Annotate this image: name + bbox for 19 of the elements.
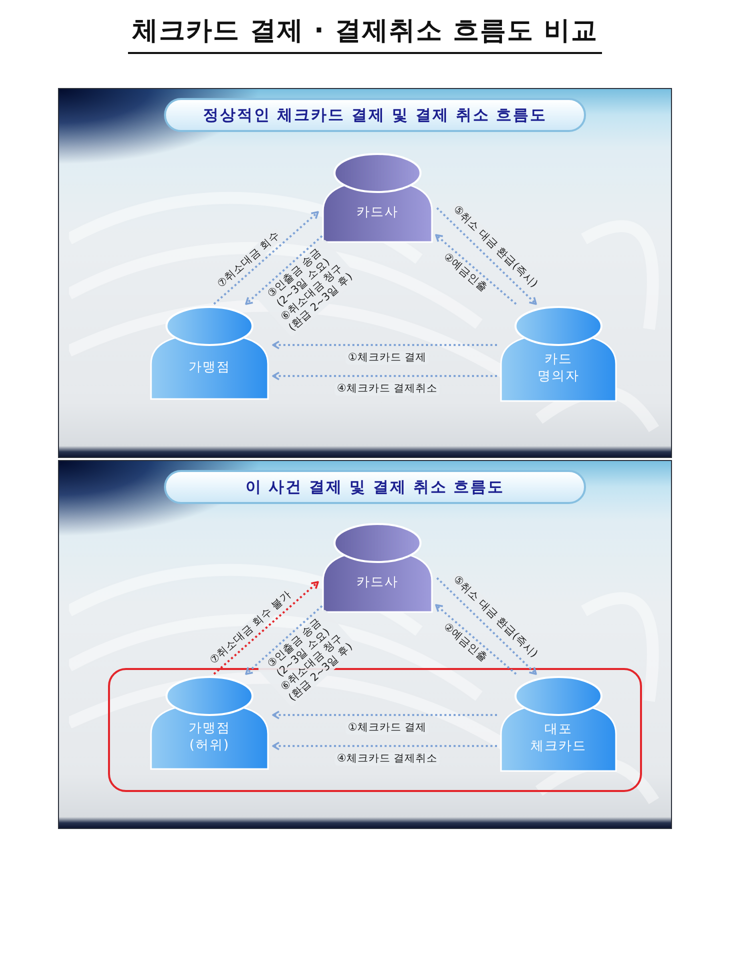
slide-panel <box>58 460 672 829</box>
title-banner: 정상적인 체크카드 결제 및 결제 취소 흐름도 <box>164 98 586 132</box>
edge-label: ④체크카드 결제취소 <box>334 752 440 766</box>
dotted-arrow <box>272 710 497 720</box>
dotted-arrow <box>213 211 319 305</box>
dotted-arrow <box>435 604 517 675</box>
dotted-arrow <box>245 235 323 305</box>
page-title: 체크카드 결제 · 결제취소 흐름도 비교 <box>128 12 602 54</box>
dotted-arrow <box>272 372 497 380</box>
dotted-arrow <box>272 742 497 750</box>
edge-label: ④체크카드 결제취소 <box>334 382 440 396</box>
dotted-arrow <box>435 234 517 305</box>
dotted-arrow <box>436 207 537 305</box>
dotted-arrow <box>245 605 323 675</box>
slide-panel <box>58 88 672 458</box>
dotted-arrow <box>213 581 319 675</box>
title-banner: 이 사건 결제 및 결제 취소 흐름도 <box>164 470 586 504</box>
dotted-arrow <box>436 577 537 675</box>
dotted-arrow <box>272 340 497 350</box>
